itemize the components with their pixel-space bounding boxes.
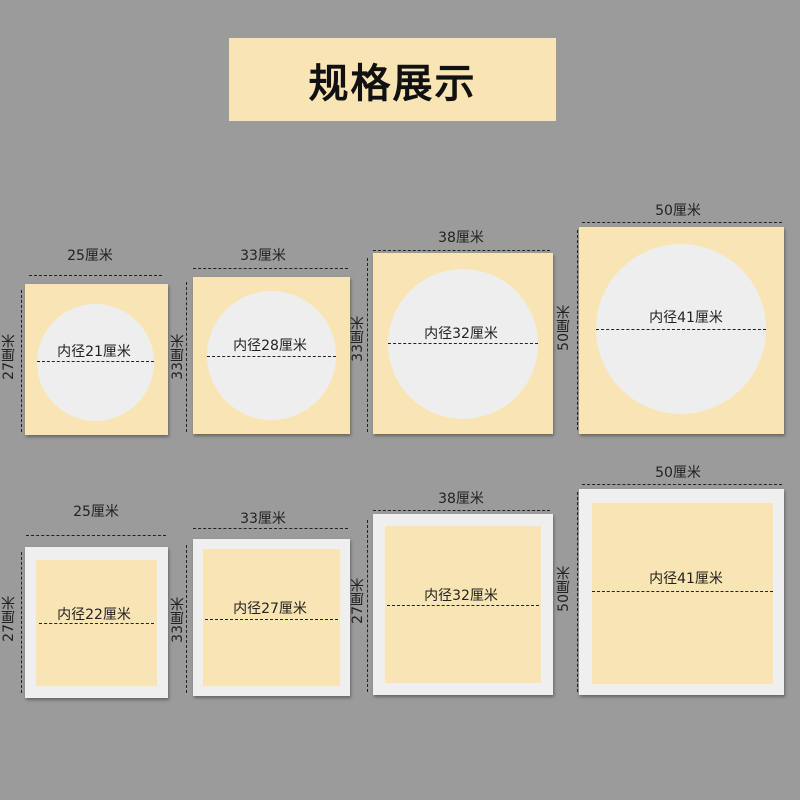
square-opening [592,503,773,684]
page-title: 规格展示 [308,60,477,107]
width-label: 25厘米 [67,248,113,264]
width-label: 50厘米 [655,465,701,481]
width-label: 38厘米 [438,230,484,246]
square-frame-card: 内径27厘米 [193,539,350,696]
inner-diameter-label: 内径22厘米 [57,607,131,623]
square-frame-card: 内径32厘米 [373,514,553,695]
width-dimension-line [193,528,348,529]
width-dimension-line [582,222,782,223]
height-dimension-line [186,545,187,693]
width-dimension-line [193,268,348,269]
round-frame-card: 内径41厘米 [579,227,784,434]
width-label: 33厘米 [240,511,286,527]
round-frame-card: 内径28厘米 [193,277,350,434]
width-dimension-line [373,250,550,251]
width-dimension-line [582,484,782,485]
width-label: 38厘米 [438,491,484,507]
round-frame-card: 内径21厘米 [25,284,168,435]
width-dimension-line [29,275,162,276]
inner-diameter-label: 内径32厘米 [424,588,498,604]
inner-diameter-line [596,329,766,330]
height-label: 50厘米 [556,566,572,612]
width-label: 50厘米 [655,203,701,219]
inner-diameter-label: 内径41厘米 [649,310,723,326]
square-frame-card: 内径22厘米 [25,547,168,698]
height-dimension-line [21,552,22,693]
round-opening [388,269,538,419]
height-dimension-line [367,258,368,432]
square-opening [385,526,541,683]
round-opening [37,304,154,421]
inner-diameter-line [37,361,154,362]
round-opening [207,291,336,420]
height-label: 27厘米 [1,334,17,380]
height-dimension-line [577,492,578,692]
height-label: 50厘米 [556,305,572,351]
inner-diameter-line [39,623,154,624]
title-banner: 规格展示 [229,38,556,121]
height-dimension-line [21,290,22,432]
inner-diameter-line [592,591,773,592]
width-dimension-line [26,535,166,536]
height-label: 33厘米 [170,597,186,643]
height-label: 27厘米 [350,578,366,624]
height-label: 33厘米 [170,334,186,380]
square-opening [203,549,340,686]
inner-diameter-label: 内径32厘米 [424,326,498,342]
round-frame-card: 内径32厘米 [373,253,553,434]
inner-diameter-label: 内径41厘米 [649,571,723,587]
height-label: 27厘米 [1,596,17,642]
inner-diameter-label: 内径27厘米 [233,601,307,617]
width-label: 25厘米 [73,504,119,520]
inner-diameter-line [207,356,336,357]
height-dimension-line [367,520,368,692]
inner-diameter-label: 内径21厘米 [57,344,131,360]
inner-diameter-line [387,605,539,606]
height-dimension-line [577,230,578,430]
width-label: 33厘米 [240,248,286,264]
inner-diameter-label: 内径28厘米 [233,338,307,354]
width-dimension-line [373,510,550,511]
height-label: 33厘米 [350,316,366,362]
square-frame-card: 内径41厘米 [579,489,784,695]
inner-diameter-line [388,343,538,344]
height-dimension-line [186,282,187,432]
inner-diameter-line [205,619,338,620]
